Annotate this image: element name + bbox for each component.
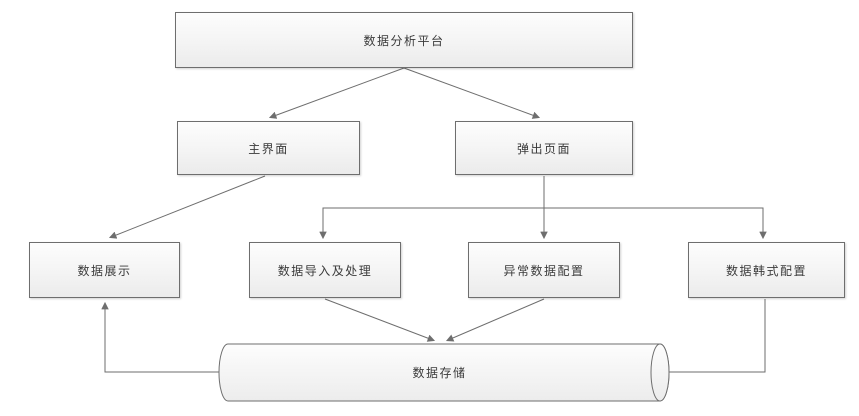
edge-storage-data-display <box>101 301 219 373</box>
node-platform: 数据分析平台 <box>175 12 633 68</box>
node-main-ui-label: 主界面 <box>248 141 289 156</box>
node-data-hanshi-config-label: 数据韩式配置 <box>725 263 807 278</box>
edge-data-import-storage <box>324 298 436 342</box>
node-abnormal-data-config-label: 异常数据配置 <box>503 263 585 278</box>
node-data-import-process: 数据导入及处理 <box>249 242 401 298</box>
node-data-import-process-label: 数据导入及处理 <box>277 263 373 278</box>
node-data-storage-label: 数据存储 <box>412 366 467 380</box>
node-platform-label: 数据分析平台 <box>363 33 445 48</box>
edge-abnormal-config-storage <box>445 298 545 342</box>
data-storage-cylinder-shape <box>218 343 670 402</box>
node-popup-page-label: 弹出页面 <box>516 141 571 156</box>
edge-main-ui-data-display <box>108 175 266 239</box>
edge-platform-popup-page <box>403 67 541 119</box>
edge-platform-main-ui <box>268 67 405 119</box>
node-data-hanshi-config: 数据韩式配置 <box>688 242 845 298</box>
edge-popup-hanshi-config <box>544 207 767 240</box>
cylinder-cap-ellipse <box>650 343 670 402</box>
node-popup-page: 弹出页面 <box>455 121 633 175</box>
edge-popup-data-import <box>319 207 544 240</box>
node-data-display-label: 数据展示 <box>77 263 132 278</box>
node-data-storage: 数据存储 <box>228 344 651 401</box>
node-abnormal-data-config: 异常数据配置 <box>468 242 620 298</box>
node-main-ui: 主界面 <box>177 121 360 175</box>
node-data-display: 数据展示 <box>29 242 180 298</box>
edge-hanshi-config-storage <box>657 299 766 376</box>
